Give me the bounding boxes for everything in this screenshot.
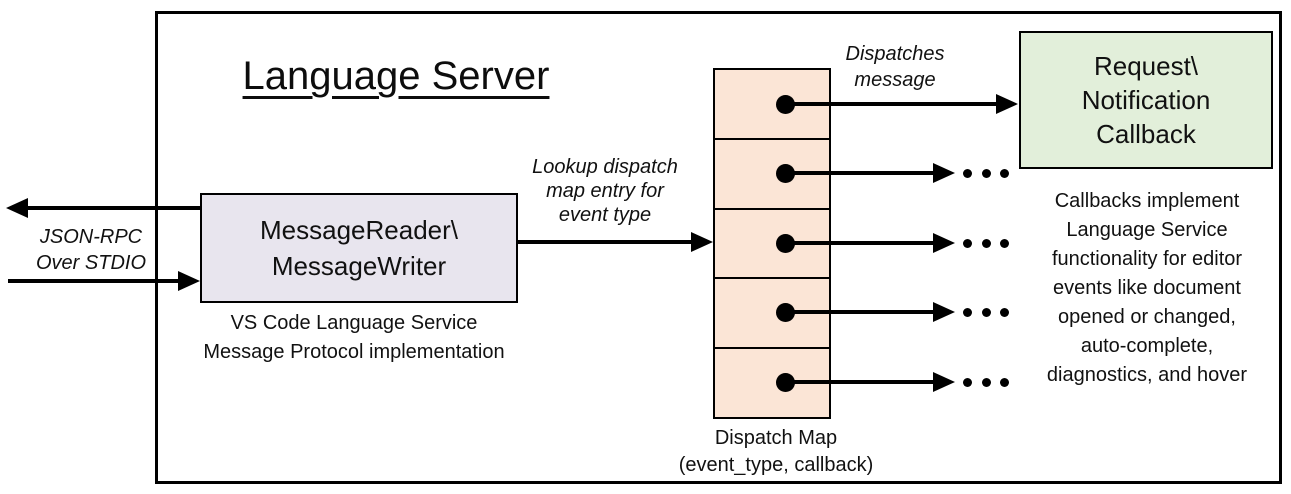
dispatch-entry-dot-icon — [776, 164, 795, 183]
callbacks-note: Callbacks implement Language Service fun… — [1046, 190, 1248, 386]
message-reader-writer-box: MessageReader\ MessageWriter — [200, 193, 518, 303]
dispatch-arrow-line — [790, 310, 935, 314]
dispatch-map-cell — [715, 70, 829, 140]
dispatch-entry-dot-icon — [776, 373, 795, 392]
lookup-arrow-label: Lookup dispatch map entry for event type — [532, 156, 678, 226]
page-title: Language Server — [242, 54, 550, 98]
dispatch-arrow-line — [790, 171, 935, 175]
lookup-arrow-line — [516, 240, 693, 244]
dispatch-entry-dot-icon — [776, 303, 795, 322]
dispatch-arrow-line — [790, 380, 935, 384]
stdio-label: JSON-RPC Over STDIO — [35, 226, 146, 274]
arrowhead-right-icon — [933, 302, 955, 322]
dispatches-message-label: Dispatches message — [845, 43, 945, 91]
dispatch-entry-dot-icon — [776, 95, 795, 114]
arrowhead-right-icon — [933, 372, 955, 392]
dispatch-arrow-line — [790, 102, 998, 106]
arrowhead-left-icon — [6, 198, 28, 218]
dispatch-map-cell — [715, 140, 829, 210]
arrowhead-right-icon — [933, 233, 955, 253]
ellipsis-icon — [963, 238, 1009, 248]
dispatch-map-caption: Dispatch Map (event_type, callback) — [678, 427, 874, 476]
dispatch-map-cell — [715, 279, 829, 350]
arrowhead-right-icon — [691, 232, 713, 252]
language-server-boundary-box — [155, 11, 1282, 484]
callback-box-label: Request\ Notification Callback — [1081, 51, 1211, 149]
message-reader-writer-label: MessageReader\ MessageWriter — [260, 215, 458, 281]
arrowhead-right-icon — [933, 163, 955, 183]
arrowhead-right-icon — [996, 94, 1018, 114]
dispatch-entry-dot-icon — [776, 234, 795, 253]
dispatch-map-cell — [715, 210, 829, 280]
arrowhead-right-icon — [178, 271, 200, 291]
stdio-out-arrow-line — [26, 206, 200, 210]
ellipsis-icon — [963, 168, 1009, 178]
ellipsis-icon — [963, 377, 1009, 387]
stdio-in-arrow-line — [8, 279, 180, 283]
message-box-caption: VS Code Language Service Message Protoco… — [203, 312, 505, 363]
dispatch-arrow-line — [790, 241, 935, 245]
request-notification-callback-box: Request\ Notification Callback — [1019, 31, 1273, 169]
ellipsis-icon — [963, 307, 1009, 317]
